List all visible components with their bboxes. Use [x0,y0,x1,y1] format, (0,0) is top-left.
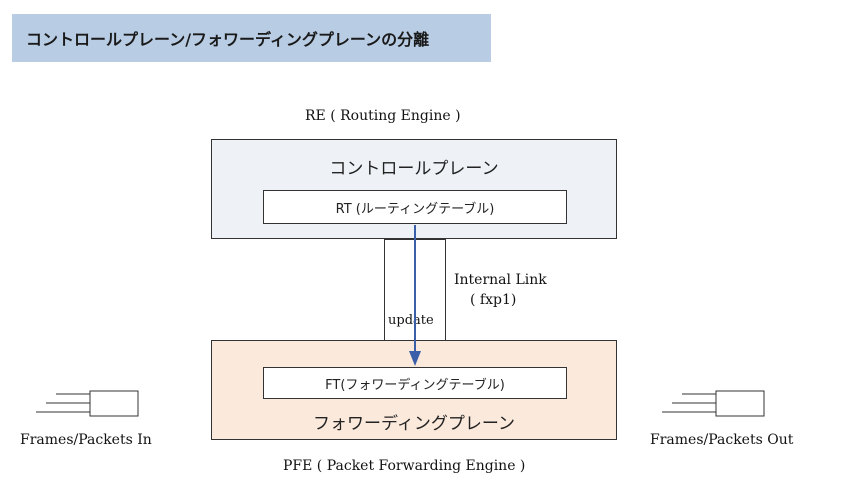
routing-engine-box: コントロールプレーン RT (ルーティングテーブル) [211,139,617,239]
frames-out-label: Frames/Packets Out [650,432,794,448]
internal-link-sublabel: ( fxp1) [470,292,517,308]
pfe-caption: PFE ( Packet Forwarding Engine ) [283,458,526,474]
re-caption: RE ( Routing Engine ) [305,108,461,124]
frames-out-icon [662,390,765,417]
forwarding-table-box: FT(フォワーディングテーブル) [263,367,567,399]
forwarding-plane-label: フォワーディングプレーン [313,414,515,434]
routing-table-box: RT (ルーティングテーブル) [263,190,567,224]
diagram-title: コントロールプレーン/フォワーディングプレーンの分離 [12,14,491,62]
control-plane-label: コントロールプレーン [329,159,499,179]
update-label: update [387,313,435,328]
frames-in-label: Frames/Packets In [20,432,152,448]
internal-link-label: Internal Link [454,272,547,288]
frames-in-icon [36,390,139,417]
